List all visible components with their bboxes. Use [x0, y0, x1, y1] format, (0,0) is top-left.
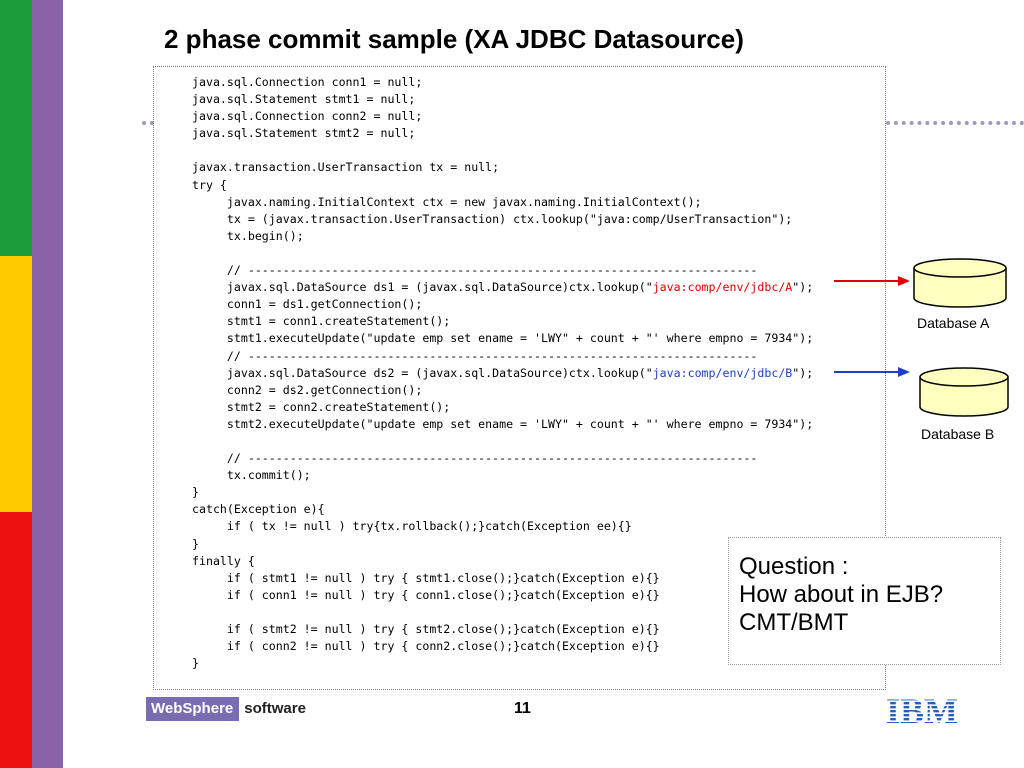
question-line-3: CMT/BMT: [739, 609, 849, 636]
database-a-icon: [913, 258, 1007, 308]
code-panel: java.sql.Connection conn1 = null; java.sq…: [153, 66, 886, 690]
page-number: 11: [514, 700, 531, 717]
code-line: tx.commit();: [192, 468, 311, 483]
ibm-logo: IBM: [886, 694, 958, 726]
code-line: javax.transaction.UserTransaction tx = n…: [192, 160, 500, 175]
code-line: javax.naming.InitialContext ctx = new ja…: [192, 194, 702, 209]
code-line: if ( tx != null ) try{tx.rollback();}cat…: [192, 519, 632, 534]
stripe-red: [0, 512, 32, 768]
jndi-string-a: java:comp/env/jdbc/A: [652, 280, 793, 295]
stripe-purple: [32, 0, 63, 768]
divider-dots-left: [142, 121, 154, 125]
code-line: if ( conn1 != null ) try { conn1.close()…: [192, 587, 660, 602]
code-line: stmt2 = conn2.createStatement();: [192, 399, 451, 414]
arrow-to-database-b: [834, 367, 910, 377]
code-line: catch(Exception e){: [192, 502, 325, 517]
question-text: Question : How about in EJB? CMT/BMT: [739, 553, 943, 637]
stripe-yellow: [0, 256, 32, 512]
code-line: javax.sql.DataSource ds2 = (javax.sql.Da…: [192, 365, 814, 380]
websphere-brand: WebSphere: [146, 697, 240, 721]
code-line: // -------------------------------------…: [192, 451, 758, 466]
question-box: Question : How about in EJB? CMT/BMT: [728, 537, 1001, 665]
websphere-product: software: [244, 700, 306, 717]
code-line: tx.begin();: [192, 228, 304, 243]
code-line: conn2 = ds2.getConnection();: [192, 382, 423, 397]
code-line: java.sql.Connection conn1 = null;: [192, 75, 423, 89]
code-line: stmt1 = conn1.createStatement();: [192, 314, 451, 329]
code-line: // -------------------------------------…: [192, 348, 758, 363]
code-line: tx = (javax.transaction.UserTransaction)…: [192, 211, 793, 226]
divider-dots-right: [886, 121, 1024, 125]
database-b-label: Database B: [921, 426, 995, 442]
code-line: try {: [192, 177, 227, 192]
code-line: [192, 604, 813, 621]
code-line: stmt1.executeUpdate("update emp set enam…: [192, 331, 814, 346]
code-line: [192, 142, 813, 159]
code-line: if ( stmt2 != null ) try { stmt2.close()…: [192, 622, 660, 636]
code-line: javax.sql.DataSource ds1 = (javax.sql.Da…: [192, 280, 814, 295]
code-line: conn1 = ds1.getConnection();: [192, 297, 423, 312]
code-block: java.sql.Connection conn1 = null; java.sq…: [192, 74, 813, 672]
code-line: }: [192, 536, 199, 551]
code-line: }: [192, 485, 199, 500]
code-line: [192, 245, 813, 262]
code-line: finally {: [192, 553, 255, 568]
arrow-to-database-a: [834, 276, 910, 286]
code-line: if ( conn2 != null ) try { conn2.close()…: [192, 639, 660, 654]
code-line: java.sql.Connection conn2 = null;: [192, 109, 423, 124]
question-line-1: Question :: [739, 553, 849, 580]
database-a-label: Database A: [917, 315, 990, 331]
question-line-2: How about in EJB?: [739, 581, 944, 608]
code-line: // -------------------------------------…: [192, 263, 758, 278]
code-line: java.sql.Statement stmt2 = null;: [192, 126, 416, 141]
slide-title: 2 phase commit sample (XA JDBC Datasourc…: [164, 24, 744, 54]
code-line: stmt2.executeUpdate("update emp set enam…: [192, 416, 814, 431]
code-line: }: [192, 656, 199, 671]
ibm-logo-text: IBM: [886, 694, 958, 726]
jndi-string-b: java:comp/env/jdbc/B: [652, 365, 793, 380]
code-line: java.sql.Statement stmt1 = null;: [192, 92, 416, 107]
stripe-green: [0, 0, 32, 256]
database-b-icon: [919, 367, 1009, 417]
code-line: [192, 433, 813, 450]
code-line: if ( stmt1 != null ) try { stmt1.close()…: [192, 570, 660, 585]
